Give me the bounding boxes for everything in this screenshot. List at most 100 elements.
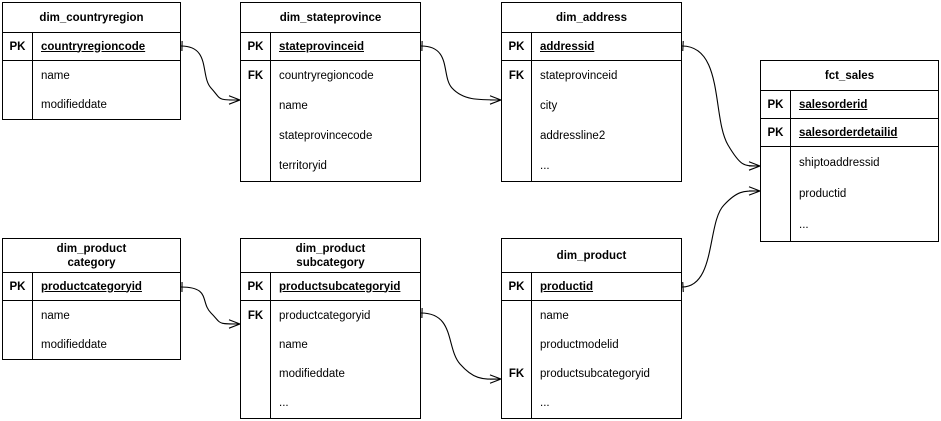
attribute-row[interactable]: productid: [761, 178, 938, 210]
entity-title-line: category: [67, 256, 116, 269]
entity-title-line: dim_product: [56, 242, 127, 255]
attribute-key-label: PK: [241, 33, 271, 60]
attribute-key-label: [502, 91, 532, 121]
entity-title-dim_product: dim_product: [502, 239, 681, 273]
entity-title-dim_countryregion: dim_countryregion: [3, 3, 180, 33]
cardinality-many-marker: [748, 161, 761, 171]
relationship-address-to-fctsales[interactable]: [681, 40, 761, 171]
attribute-name: stateprovincecode: [279, 130, 373, 142]
attribute-row[interactable]: ...: [241, 388, 420, 418]
attribute-key-label: PK: [3, 33, 33, 60]
attribute-key-label: [241, 359, 271, 389]
attribute-name: productsubcategoryid: [279, 280, 401, 293]
attribute-name: city: [540, 100, 558, 112]
attribute-name: productsubcategoryid: [540, 368, 650, 381]
attribute-name: modifieddate: [279, 368, 345, 381]
attribute-name: countryregioncode: [279, 70, 374, 82]
attribute-key-label: [241, 330, 271, 360]
attribute-row[interactable]: name: [502, 301, 681, 331]
entity-title-line: dim_product: [295, 242, 366, 255]
attribute-key-label: [502, 330, 532, 360]
entity-title-line: dim_countryregion: [39, 11, 144, 24]
attribute-name: ...: [799, 219, 809, 232]
attribute-row[interactable]: city: [502, 91, 681, 121]
attribute-key-label: [761, 147, 791, 179]
relationship-stateprovince-to-address[interactable]: [420, 40, 502, 105]
attribute-key-label: [3, 330, 33, 359]
attribute-name: name: [279, 100, 308, 112]
attribute-row[interactable]: name: [3, 301, 180, 330]
attribute-row[interactable]: modifieddate: [241, 359, 420, 389]
attribute-name: stateprovinceid: [279, 40, 364, 53]
cardinality-one-marker: [682, 281, 684, 293]
attribute-row[interactable]: addressline2: [502, 121, 681, 151]
attribute-key-label: [502, 388, 532, 418]
attribute-row[interactable]: stateprovincecode: [241, 121, 420, 151]
attribute-row[interactable]: territoryid: [241, 151, 420, 181]
attribute-row[interactable]: PK countryregioncode: [3, 33, 180, 61]
attribute-row[interactable]: name: [3, 61, 180, 90]
attribute-name: ...: [279, 397, 289, 410]
attribute-row[interactable]: ...: [502, 388, 681, 418]
attribute-key-label: [502, 301, 532, 331]
attribute-key-label: [241, 388, 271, 418]
attribute-row[interactable]: name: [241, 91, 420, 121]
attribute-name: ...: [540, 397, 550, 410]
attribute-row[interactable]: modifieddate: [3, 90, 180, 119]
relationship-countryregion-to-stateprovince[interactable]: [180, 40, 241, 105]
cardinality-many-marker: [489, 374, 502, 384]
relationship-line: [180, 286, 241, 325]
entity-title-dim_stateprovince: dim_stateprovince: [241, 3, 420, 33]
entity-title-dim_address: dim_address: [502, 3, 681, 33]
attribute-name: salesorderid: [799, 98, 868, 111]
attribute-key-label: PK: [761, 91, 791, 118]
attribute-row[interactable]: PK salesorderid: [761, 91, 938, 119]
relationship-product-to-fctsales[interactable]: [681, 186, 761, 293]
attribute-name: ...: [540, 160, 550, 172]
attribute-name: productcategoryid: [41, 280, 142, 293]
attribute-name: countryregioncode: [41, 40, 146, 53]
relationship-subcategory-to-product[interactable]: [420, 307, 502, 384]
attribute-row[interactable]: ...: [761, 209, 938, 241]
attribute-row[interactable]: name: [241, 330, 420, 360]
attribute-row[interactable]: productmodelid: [502, 330, 681, 360]
cardinality-many-marker: [228, 95, 241, 105]
attribute-name: name: [540, 309, 569, 322]
attribute-row[interactable]: ...: [502, 151, 681, 181]
attribute-row[interactable]: modifieddate: [3, 330, 180, 359]
attribute-key-label: PK: [241, 273, 271, 300]
entity-title-line: dim_stateprovince: [279, 11, 382, 24]
attribute-name: productid: [799, 187, 847, 200]
attribute-name: stateprovinceid: [540, 70, 618, 82]
relationship-productcategory-to-subcategory[interactable]: [180, 281, 241, 329]
attribute-key-label: [502, 151, 532, 181]
attribute-key-label: FK: [241, 61, 271, 91]
attribute-row[interactable]: FK countryregioncode: [241, 61, 420, 91]
attribute-row[interactable]: PK productsubcategoryid: [241, 273, 420, 301]
entity-title-line: fct_sales: [824, 69, 875, 82]
attribute-key-label: [761, 178, 791, 210]
attribute-key-label: [241, 91, 271, 121]
attribute-name: addressid: [540, 40, 595, 53]
attribute-name: productcategoryid: [279, 309, 371, 322]
attribute-key-label: PK: [502, 273, 532, 300]
attribute-name: productmodelid: [540, 338, 619, 351]
attribute-row[interactable]: PK stateprovinceid: [241, 33, 420, 61]
attribute-row[interactable]: shiptoaddressid: [761, 147, 938, 179]
